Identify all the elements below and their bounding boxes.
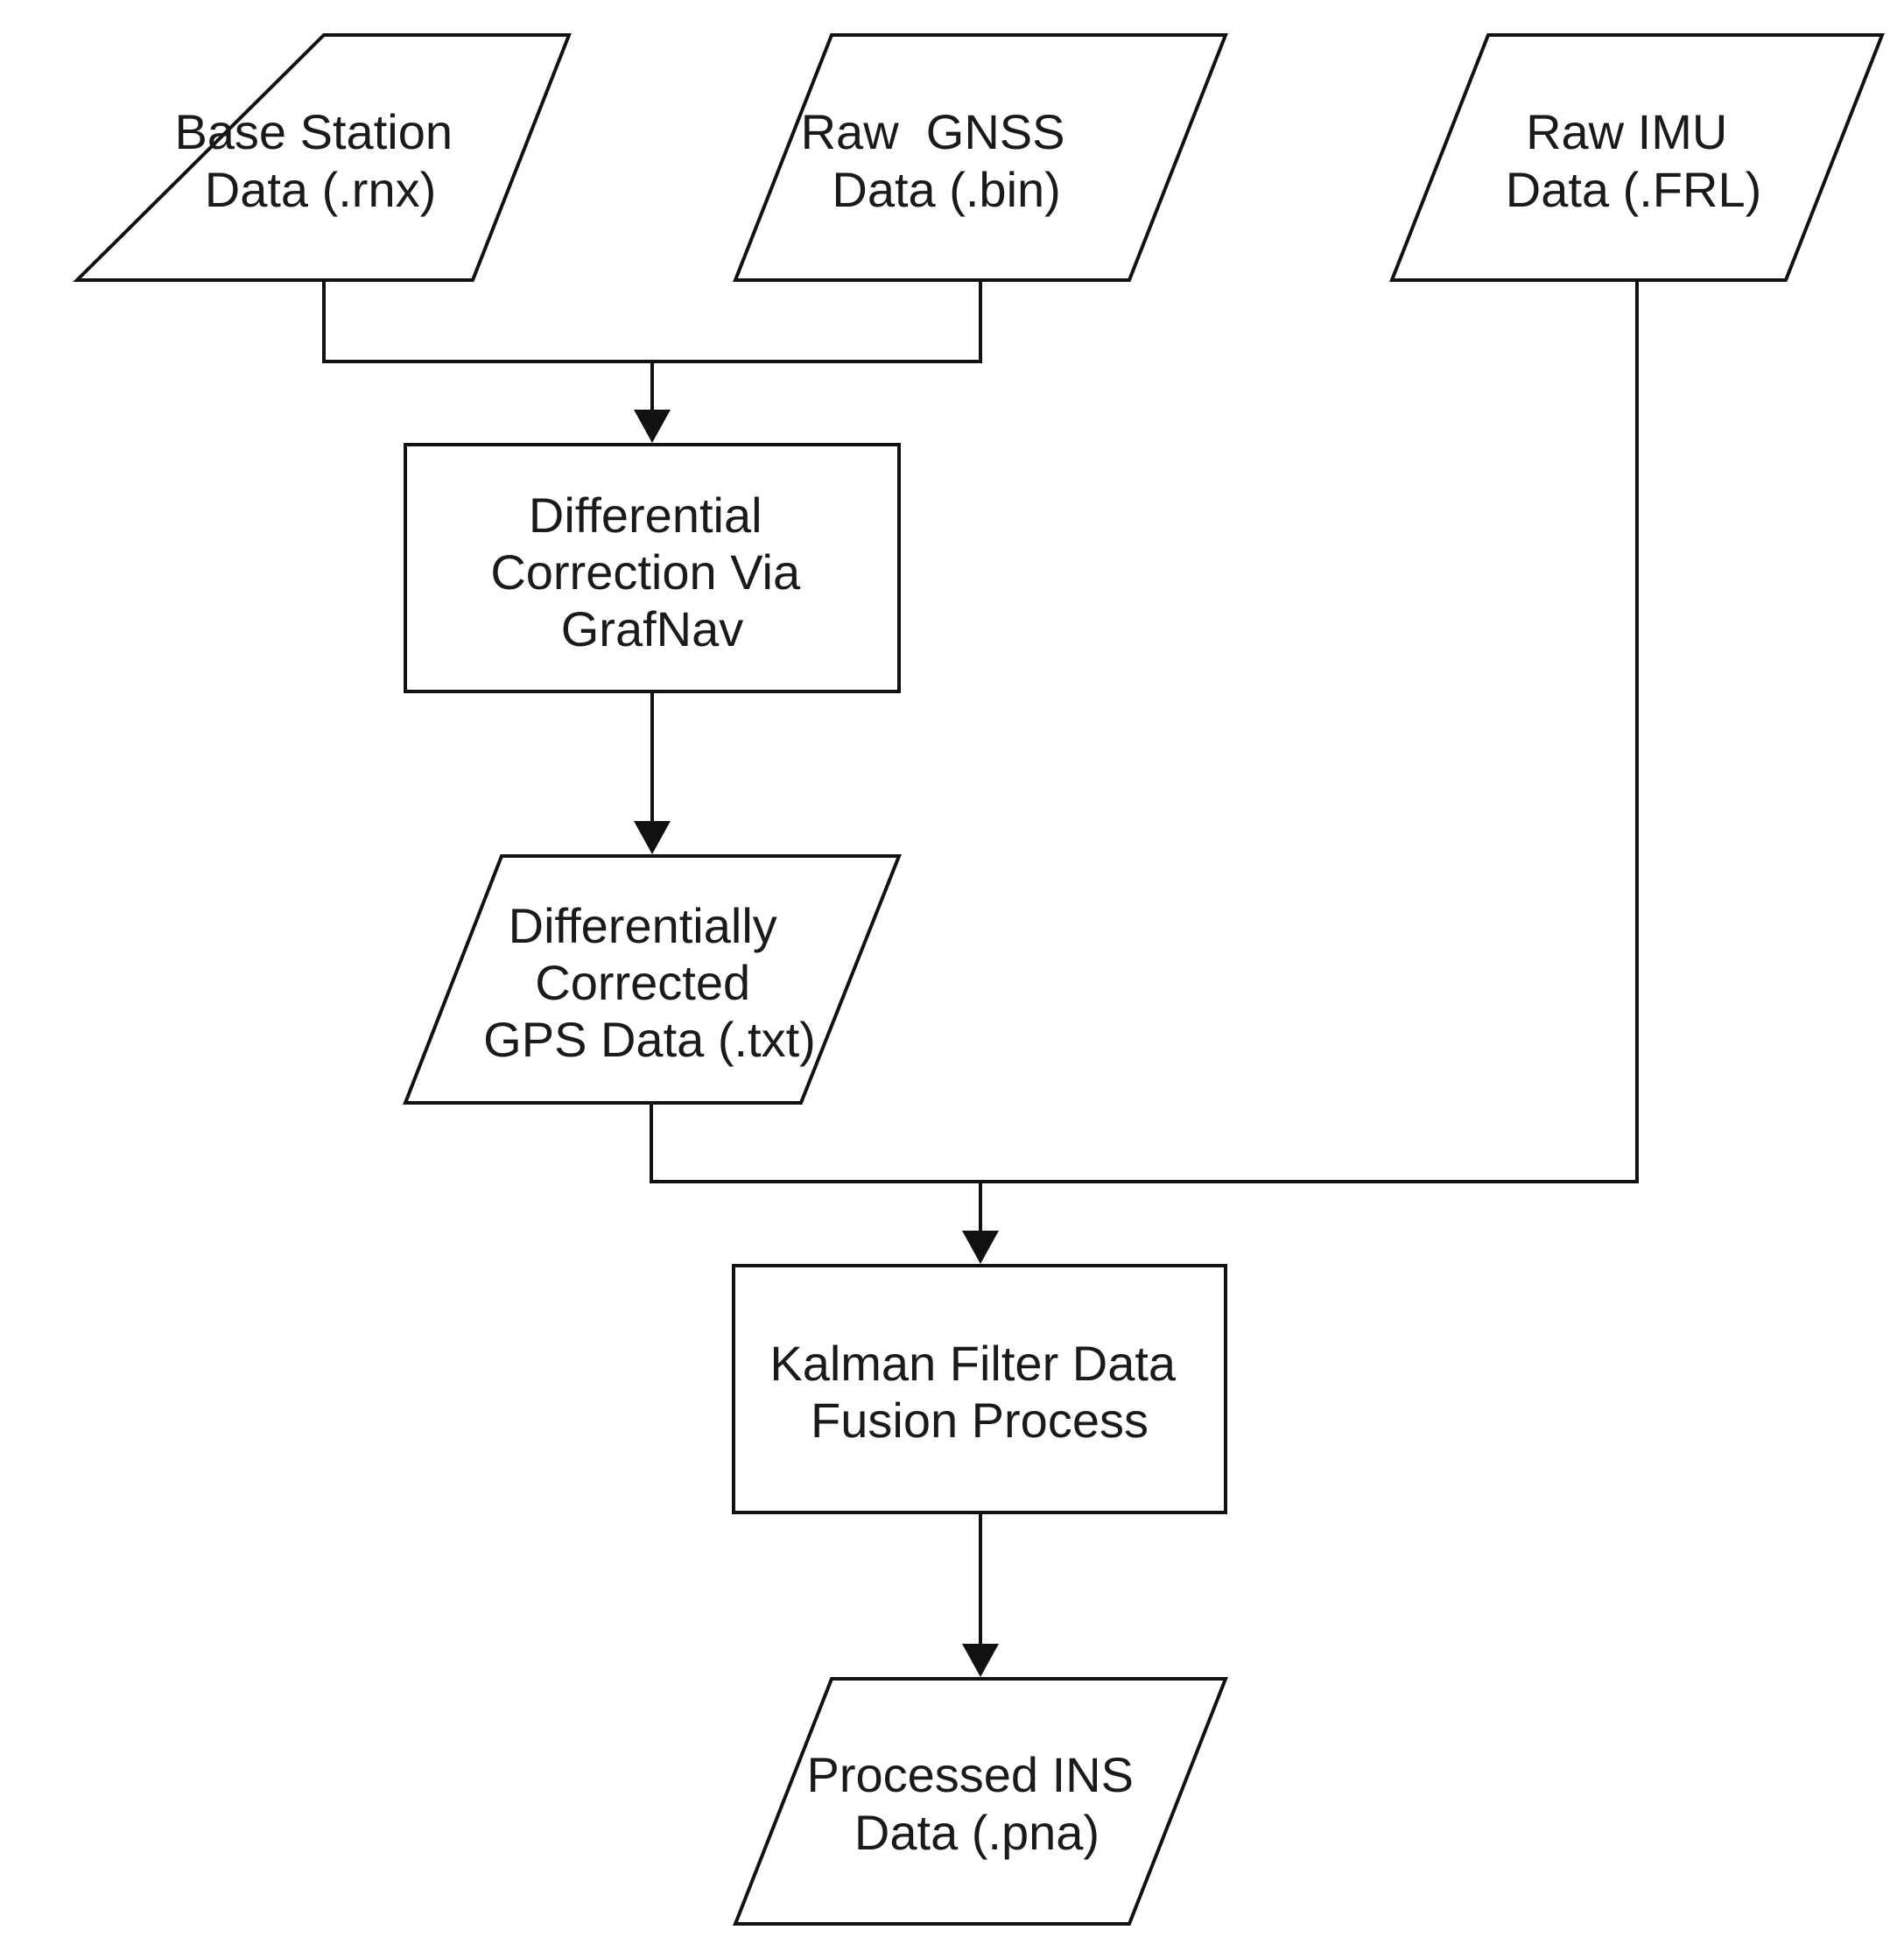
corrected-gps-data-line-1: Differentially [509,898,777,953]
differential-correction-label: Differential Correction Via GrafNav [490,488,813,656]
arrowhead-corrected-gps [634,821,671,854]
processed-ins-data-line-1: Processed INS [806,1747,1134,1802]
differential-correction-line-1: Differential [529,488,762,543]
base-station-data-label: Base Station Data (.rnx) [174,104,466,217]
differential-correction-line-2: Correction Via [490,544,801,600]
differential-correction-line-3: GrafNav [561,601,744,656]
raw-gnss-data-node: Raw GNSS Data (.bin) [0,0,1228,282]
raw-imu-data-line-1: Raw IMU [1526,104,1727,159]
processed-ins-data-line-2: Data (.pna) [854,1805,1100,1860]
processed-ins-data-shape [733,1677,1228,1926]
base-station-data-shape [73,33,572,282]
raw-imu-data-node: Raw IMU Data (.FRL) [1389,33,1885,282]
arrowhead-differential-correction [634,410,671,443]
differential-correction-node: Differential Correction Via GrafNav [404,443,901,693]
raw-gnss-data-shape [733,33,1228,282]
raw-gnss-data-label: Raw GNSS Data (.bin) [0,0,1160,217]
kalman-filter-node: Kalman Filter Data Fusion Process [732,1264,1227,1514]
connector-inputs-to-differential-correction [322,280,982,411]
processed-ins-data-label: Processed INS Data (.pna) [806,1747,1147,1860]
raw-gnss-data-line-2: Data (.bin) [832,162,1060,217]
base-station-data-line-2: Data (.rnx) [205,162,437,217]
processed-ins-data-node: Processed INS Data (.pna) [733,1677,1228,1926]
raw-imu-data-shape [1389,33,1885,282]
corrected-gps-data-label: Differentially Corrected GPS Data (.txt) [483,898,816,1067]
corrected-gps-data-line-3: GPS Data (.txt) [483,1012,816,1067]
kalman-filter-label: Kalman Filter Data Fusion Process [769,1336,1189,1448]
corrected-gps-data-node: Differentially Corrected GPS Data (.txt) [403,854,902,1105]
differential-correction-shape [404,443,901,693]
kalman-filter-line-1: Kalman Filter Data [769,1336,1177,1391]
arrowhead-processed-ins [962,1644,999,1677]
raw-imu-data-label: Raw IMU Data (.FRL) [1506,104,1762,217]
raw-imu-data-line-2: Data (.FRL) [1506,162,1762,217]
base-station-data-line-1: Base Station [174,104,453,159]
connectors [322,280,1639,1677]
kalman-filter-line-2: Fusion Process [811,1393,1149,1448]
raw-gnss-data-line-1: Raw GNSS [801,104,1065,159]
corrected-gps-data-line-2: Corrected [535,955,750,1010]
corrected-gps-data-shape [403,854,902,1105]
connector-gps-and-imu-to-kalman [650,282,1639,1232]
kalman-filter-shape [732,1264,1227,1514]
arrowhead-kalman [962,1231,999,1264]
base-station-data-node: Base Station Data (.rnx) [73,33,572,282]
